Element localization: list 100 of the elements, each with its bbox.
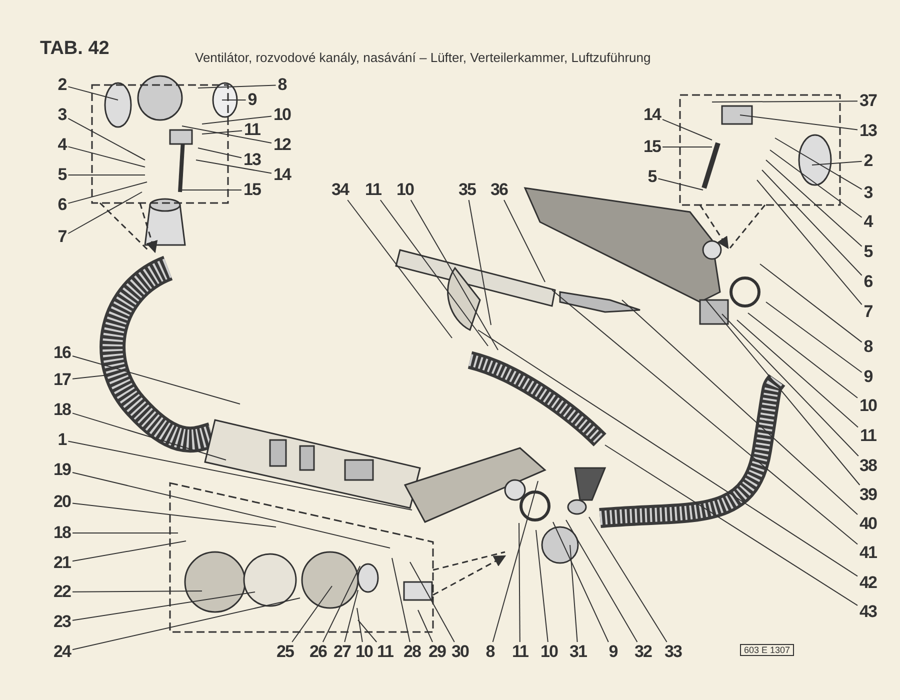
leader-line — [478, 330, 858, 577]
leader-line — [518, 522, 520, 642]
callout-number: 11 — [860, 427, 876, 445]
callout-number: 38 — [860, 457, 876, 475]
callout-number: 43 — [860, 603, 876, 621]
callout-number: 12 — [274, 136, 290, 154]
callout-number: 4 — [864, 213, 872, 231]
callout-number: 24 — [54, 643, 70, 661]
leader-line — [68, 182, 148, 204]
callout-number: 14 — [644, 106, 660, 124]
callout-number: 5 — [864, 243, 872, 261]
leader-line — [72, 502, 276, 528]
leader-line — [380, 200, 488, 346]
callout-number: 13 — [860, 122, 876, 140]
leader-line — [418, 610, 433, 642]
leader-line — [344, 590, 358, 642]
callout-number: 32 — [634, 643, 652, 661]
leader-line — [736, 320, 858, 428]
leader-line — [410, 200, 498, 350]
callout-number: 30 — [452, 643, 468, 661]
callout-number: 11 — [512, 643, 528, 661]
callout-number: 2 — [864, 152, 872, 170]
leader-line — [202, 116, 272, 124]
leader-line — [552, 522, 609, 642]
callout-number: 8 — [486, 643, 494, 661]
leader-line — [72, 356, 240, 404]
leader-line — [604, 444, 858, 606]
leader-line — [68, 86, 118, 100]
callout-number: 5 — [648, 168, 656, 186]
leader-line — [68, 146, 146, 168]
leader-line — [72, 540, 186, 562]
leader-line — [756, 180, 862, 306]
leader-line — [622, 300, 858, 515]
callout-number: 42 — [860, 574, 876, 592]
callout-number: 1 — [58, 431, 66, 449]
callout-number: 7 — [58, 228, 66, 246]
callout-number: 13 — [244, 151, 260, 169]
leader-line — [748, 312, 858, 398]
leader-line — [322, 566, 360, 642]
callout-number: 10 — [356, 643, 372, 661]
leader-line — [68, 440, 412, 510]
leader-line — [552, 290, 858, 545]
subtitle: Ventilátor, rozvodové kanály, nasávání – Lüfter, Verteilerkammer, Luftzuführung — [195, 50, 651, 65]
leader-line — [72, 374, 108, 380]
leader-line — [766, 302, 862, 373]
callout-number: 21 — [54, 554, 70, 572]
leader-line — [658, 178, 704, 190]
callout-number: 15 — [644, 138, 660, 156]
callout-number: 35 — [458, 181, 476, 199]
callout-number: 9 — [608, 643, 618, 661]
callout-number: 34 — [332, 181, 348, 199]
callout-number: 3 — [864, 184, 872, 202]
leader-line — [766, 160, 862, 247]
leader-line — [722, 314, 859, 456]
leader-line — [198, 84, 276, 88]
leader-line — [196, 160, 272, 174]
leader-line — [662, 146, 712, 148]
callout-number: 10 — [274, 106, 290, 124]
leader-line — [492, 480, 538, 642]
leader-line — [504, 200, 546, 282]
callout-number: 6 — [864, 273, 872, 291]
callout-number: 5 — [58, 166, 66, 184]
leader-line — [774, 138, 862, 190]
leader-line — [198, 148, 242, 158]
leader-line — [770, 150, 862, 218]
callout-number: 6 — [58, 196, 66, 214]
callout-number: 9 — [248, 91, 256, 109]
leader-line — [410, 562, 455, 642]
callout-number: 39 — [860, 486, 876, 504]
callout-number: 18 — [54, 524, 70, 542]
leader-line — [72, 532, 178, 534]
callout-number: 20 — [54, 493, 70, 511]
callout-number: 29 — [428, 643, 446, 661]
leader-line — [68, 118, 146, 160]
leader-line — [812, 160, 862, 166]
leader-line — [347, 200, 452, 338]
callout-number: 10 — [396, 181, 414, 199]
leader-line — [762, 170, 862, 276]
callout-number: 18 — [54, 401, 70, 419]
callout-number: 4 — [58, 136, 66, 154]
leader-line — [358, 620, 378, 642]
callout-number: 27 — [334, 643, 350, 661]
leader-line — [588, 516, 668, 642]
callout-number: 16 — [54, 344, 70, 362]
callout-number: 14 — [274, 166, 290, 184]
leader-line — [566, 520, 638, 642]
callout-number: 25 — [276, 643, 294, 661]
leader-line — [570, 544, 578, 642]
callout-number: 40 — [860, 515, 876, 533]
callout-number: 22 — [54, 583, 70, 601]
leader-line — [712, 100, 858, 102]
leader-line — [662, 118, 712, 140]
callout-number: 7 — [864, 303, 872, 321]
callout-number: 36 — [490, 181, 508, 199]
leader-line — [292, 586, 332, 642]
callout-number: 28 — [404, 643, 420, 661]
leader-line — [68, 174, 146, 176]
leader-line — [468, 200, 492, 326]
callout-number: 3 — [58, 106, 66, 124]
leader-line — [72, 598, 300, 650]
